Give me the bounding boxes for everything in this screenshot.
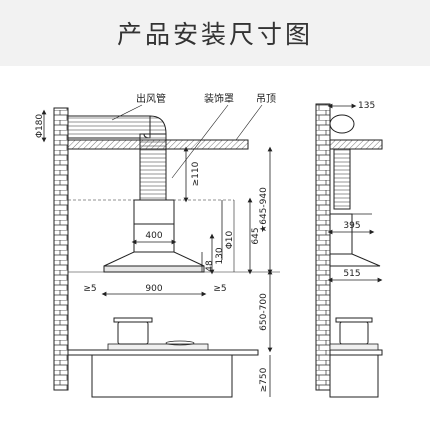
dim-48: 48 bbox=[205, 260, 215, 272]
duct-side-top bbox=[329, 114, 355, 134]
stove bbox=[107, 343, 209, 351]
hood-canopy bbox=[103, 251, 205, 267]
wall-right bbox=[315, 103, 331, 391]
duct-horizontal bbox=[67, 115, 151, 139]
cooking-pot-side bbox=[339, 321, 369, 345]
callout-ceiling: 吊顶 bbox=[256, 93, 276, 105]
dim-650-700: 650-700 bbox=[259, 293, 269, 331]
callout-duct: 出风管 bbox=[136, 92, 166, 105]
cabinet-side bbox=[329, 354, 379, 398]
dim-phi10: Φ10 bbox=[225, 230, 235, 249]
cooking-pot bbox=[117, 321, 149, 345]
ceiling-slab-side bbox=[329, 139, 383, 150]
dim-515: 515 bbox=[343, 269, 360, 279]
wall-left bbox=[53, 107, 69, 391]
dim-phi180: Φ180 bbox=[35, 114, 45, 139]
dim-900: 900 bbox=[145, 284, 162, 294]
dim-ge5-right: ≥5 bbox=[213, 284, 226, 294]
hood-panel bbox=[103, 265, 205, 273]
cover-side bbox=[329, 213, 353, 255]
countertop-side bbox=[329, 349, 383, 356]
dim-135: 135 bbox=[358, 101, 375, 111]
dim-ge750: ≥750 bbox=[259, 367, 269, 392]
title-bar: 产品安装尺寸图 bbox=[0, 0, 430, 66]
callout-cover: 装饰罩 bbox=[204, 92, 234, 105]
hood-side bbox=[329, 253, 381, 267]
duct-side bbox=[333, 148, 351, 210]
dim-ge110: ≥110 bbox=[191, 161, 201, 186]
cabinet bbox=[91, 354, 233, 398]
dim-star-range: ★645-940 bbox=[259, 187, 269, 233]
dim-395: 395 bbox=[343, 221, 360, 231]
countertop bbox=[67, 349, 259, 356]
dim-ge5-left: ≥5 bbox=[83, 284, 96, 294]
dim-645: 645 bbox=[251, 227, 261, 244]
page-title: 产品安装尺寸图 bbox=[116, 20, 313, 49]
dim-400: 400 bbox=[145, 231, 162, 241]
decorative-cover bbox=[133, 199, 175, 225]
dim-130: 130 bbox=[215, 247, 225, 264]
